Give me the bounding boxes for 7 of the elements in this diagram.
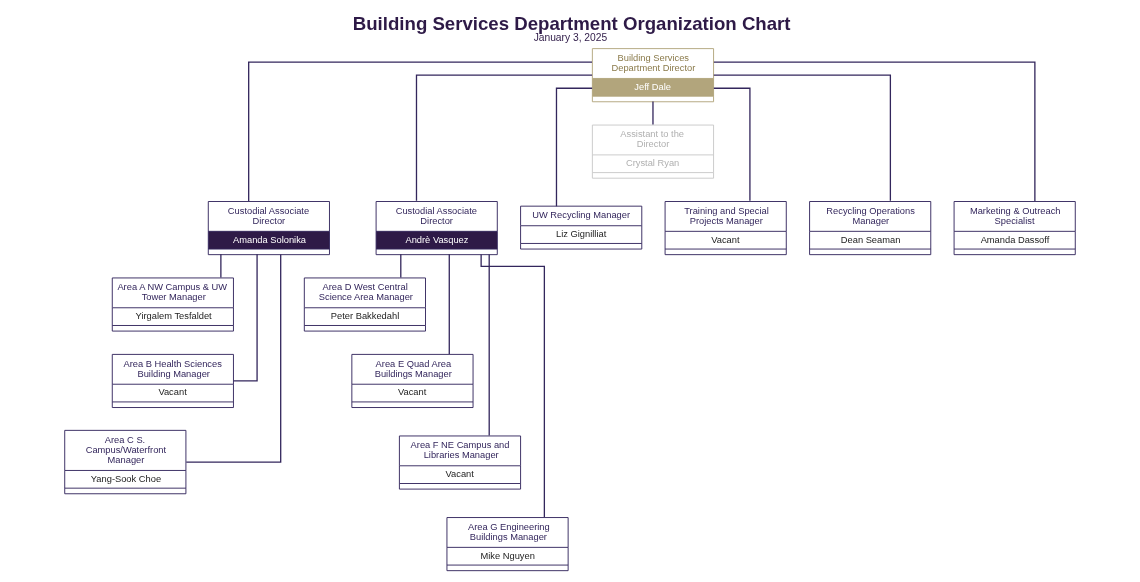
diagram-title: Building Services Department Organization Chart [352,12,791,34]
node-text: Area D West Central Science Area Manager Peter Bakkedahl [318,282,413,321]
node-text: UW Recycling Manager Liz Gignilliat [532,210,631,239]
node-text: Area A NW Campus & UW Tower Manager Yirgalem Tesfaldet [117,282,228,321]
caption: January 3, 2025 [533,32,608,44]
node-text: Area F NE Campus and Libraries Manager Vacant [410,440,510,479]
node-text: Recycling Operations Manager Dean Seaman [826,205,915,245]
